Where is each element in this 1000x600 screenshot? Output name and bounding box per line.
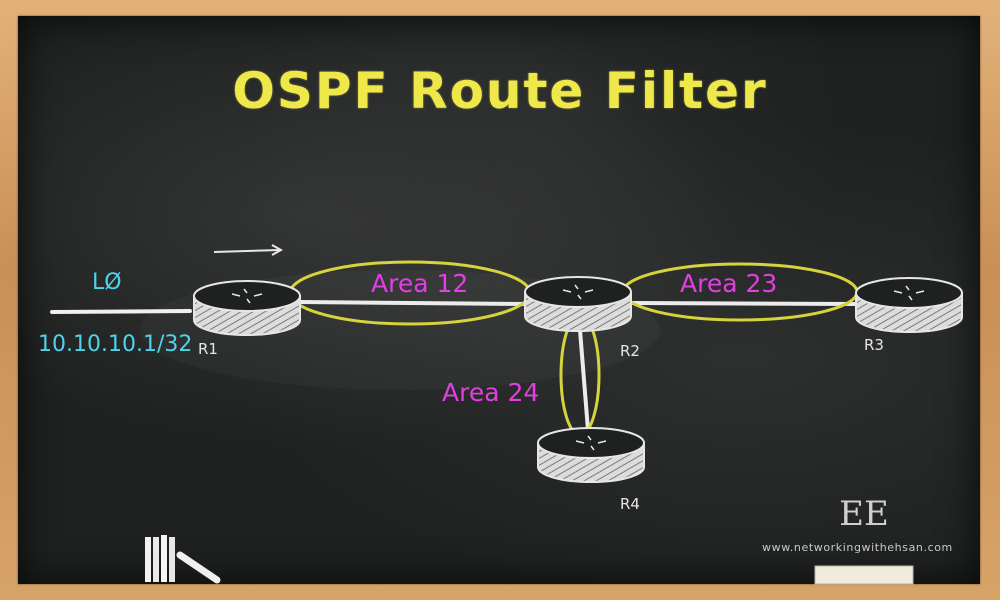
loopback-line [50,309,192,314]
direction-arrow [213,244,284,256]
loopback-address: 10.10.10.1/32 [38,332,193,357]
loopback-name: LØ [92,270,122,295]
link-r1-r2 [299,300,529,306]
link-r2-r4 [578,329,590,431]
chalkboard [18,16,980,584]
page-title: OSPF Route Filter [232,62,768,120]
router-r1-label: R1 [198,340,218,358]
router-r2-label: R2 [620,342,640,360]
router-r4-icon [537,427,645,483]
router-r4-label: R4 [620,495,640,513]
link-r2-r3 [629,301,859,306]
router-r3-label: R3 [864,336,884,354]
area-12-label: Area 12 [371,269,469,298]
watermark-url: www.networkingwithehsan.com [762,541,953,554]
router-r1-icon [193,280,301,336]
chalk-pieces [145,535,221,584]
eraser [814,565,914,585]
router-r2-icon [524,276,632,332]
area-24-label: Area 24 [442,378,540,407]
brand-logo: EE [839,494,889,534]
router-r3-icon [855,277,963,333]
area-23-label: Area 23 [680,269,778,298]
